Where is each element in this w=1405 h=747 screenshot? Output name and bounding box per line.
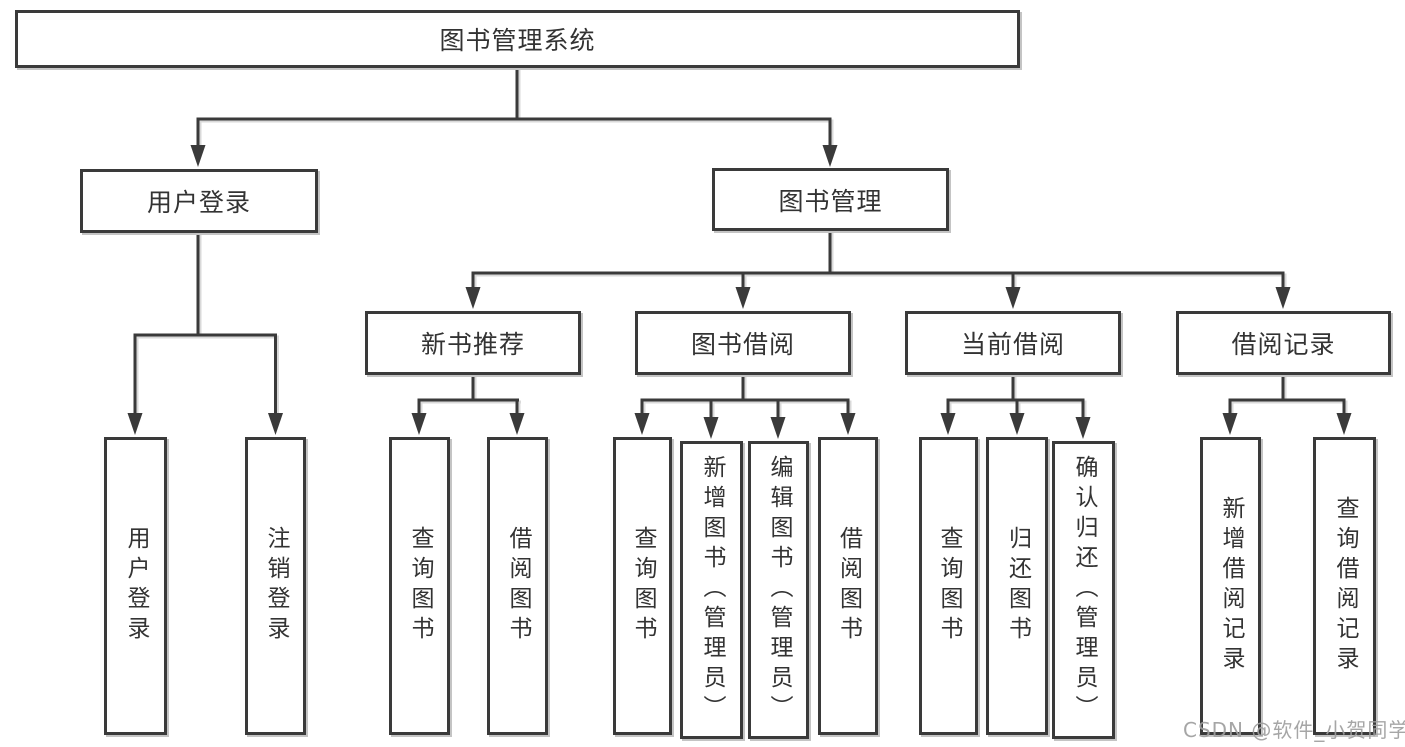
- node-book-borrow: 图书借阅: [635, 311, 851, 375]
- leaf-borrow-edit-book-admin-label: 编辑图书（管理员）: [766, 455, 792, 725]
- leaf-current-confirm-return-admin: 确认归还（管理员）: [1052, 441, 1115, 739]
- node-book-borrow-label: 图书借阅: [690, 330, 795, 359]
- node-book-management: 图书管理: [712, 168, 949, 231]
- leaf-borrow-query-books: 查询图书: [613, 437, 672, 735]
- leaf-borrow-borrow-books: 借阅图书: [818, 437, 878, 735]
- node-borrow-records-label: 借阅记录: [1231, 330, 1336, 359]
- leaf-user-login-label: 用户登录: [123, 526, 149, 646]
- leaf-records-add-record: 新增借阅记录: [1200, 437, 1261, 735]
- leaf-records-add-record-label: 新增借阅记录: [1218, 496, 1244, 676]
- node-new-book-recommend: 新书推荐: [365, 311, 581, 375]
- node-root: 图书管理系统: [15, 10, 1020, 68]
- leaf-borrow-borrow-books-label: 借阅图书: [835, 526, 862, 646]
- leaf-records-query-record: 查询借阅记录: [1313, 437, 1376, 735]
- leaf-newbook-borrow-books: 借阅图书: [487, 437, 548, 735]
- leaf-current-return-books-label: 归还图书: [1004, 526, 1031, 646]
- node-new-book-recommend-label: 新书推荐: [420, 330, 525, 359]
- leaf-borrow-query-books-label: 查询图书: [630, 526, 656, 646]
- leaf-current-return-books: 归还图书: [986, 437, 1048, 735]
- csdn-watermark: CSDN @软件_小贺同学: [1183, 718, 1405, 742]
- leaf-borrow-add-book-admin-label: 新增图书（管理员）: [699, 455, 725, 725]
- leaf-newbook-query-books-label: 查询图书: [407, 526, 433, 646]
- node-user-login-label: 用户登录: [146, 188, 251, 217]
- leaf-user-login: 用户登录: [104, 437, 167, 735]
- node-book-management-label: 图书管理: [778, 186, 883, 216]
- leaf-logout-label: 注销登录: [263, 526, 289, 646]
- node-borrow-records: 借阅记录: [1176, 311, 1391, 375]
- node-root-label: 图书管理系统: [439, 26, 596, 55]
- node-user-login: 用户登录: [80, 169, 318, 233]
- node-current-borrow: 当前借阅: [905, 311, 1121, 375]
- node-current-borrow-label: 当前借阅: [960, 330, 1065, 359]
- leaf-newbook-query-books: 查询图书: [389, 437, 450, 735]
- leaf-logout: 注销登录: [245, 437, 306, 735]
- leaf-records-query-record-label: 查询借阅记录: [1332, 496, 1358, 676]
- leaf-current-query-books: 查询图书: [919, 437, 978, 735]
- leaf-newbook-borrow-books-label: 借阅图书: [505, 526, 531, 646]
- leaf-current-query-books-label: 查询图书: [936, 526, 962, 646]
- leaf-borrow-add-book-admin: 新增图书（管理员）: [680, 441, 743, 739]
- leaf-borrow-edit-book-admin: 编辑图书（管理员）: [748, 441, 809, 739]
- leaf-current-confirm-return-admin-label: 确认归还（管理员）: [1071, 455, 1097, 725]
